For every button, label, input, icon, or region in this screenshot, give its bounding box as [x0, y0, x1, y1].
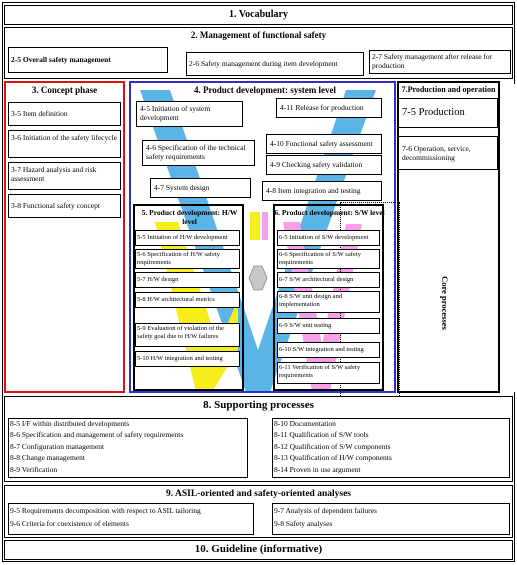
concept-phase-section: [4, 81, 125, 393]
hw-item-5-7: [135, 272, 240, 288]
core-processes-label: Core processes: [440, 276, 450, 330]
system-item-4-5: [136, 101, 243, 127]
management-title: 2. Management of functional safety: [190, 30, 327, 40]
concept-item-3-7: [8, 162, 121, 190]
production-section: [397, 81, 500, 393]
sw-level-section: [273, 204, 384, 391]
system-item-4-10: [266, 134, 382, 154]
asil-left-list: [8, 503, 254, 535]
concept-item-3-6: [8, 130, 121, 158]
system-item-4-7: [150, 178, 251, 198]
core-processes-arrow: [496, 84, 516, 392]
concept-phase-title: 3. Concept phase: [31, 85, 98, 95]
hw-item-5-6: [135, 249, 240, 269]
mgmt-item-2-7: [369, 50, 511, 74]
system-level-section: [129, 81, 396, 393]
supporting-item: 8-12 Qualification of S/W components: [274, 441, 391, 451]
supporting-right-list: [272, 418, 510, 478]
production-title: 7.Production and operation: [401, 85, 496, 94]
sw-item-6-10: [277, 342, 380, 358]
guideline-title: 10. Guideline (informative): [194, 543, 323, 555]
sw-item-6-11: [277, 362, 380, 384]
supporting-item: 8-6 Specification and management of safe…: [10, 430, 184, 440]
supporting-item: 8-11 Qualification of S/W tools: [274, 430, 369, 440]
production-item-7-5: [398, 98, 498, 128]
hw-item-5-8: [135, 292, 240, 308]
sw-item-6-6: [277, 249, 380, 269]
supporting-item: 8-10 Documentation: [274, 419, 336, 428]
hw-item-5-9: [135, 323, 240, 347]
concept-item-3-5: [8, 102, 121, 126]
system-item-4-11: [276, 98, 382, 118]
supporting-item: 8-13 Qualification of H/W components: [274, 453, 392, 463]
mgmt-item-2-6: [186, 52, 364, 76]
hw-item-5-5: [135, 230, 240, 246]
sw-item-6-7: [277, 272, 380, 288]
system-item-4-6: [142, 140, 255, 166]
center-hw-sw-arrow: [248, 265, 268, 291]
supporting-item: 8-5 I/F within distributed developments: [10, 419, 130, 428]
hw-item-5-10: [135, 351, 240, 367]
hw-level-section: [133, 204, 244, 391]
supporting-item: 8-9 Verification: [10, 464, 58, 474]
supporting-item: 8-14 Proven in use argument: [274, 464, 361, 474]
sw-item-6-5: [277, 230, 380, 246]
sw-item-6-9: [277, 318, 380, 334]
production-item-7-6: [398, 136, 498, 170]
supporting-item: 8-8 Change management: [10, 453, 85, 463]
asil-title: 9. ASIL-oriented and safety-oriented ana…: [166, 489, 351, 499]
asil-right-list: [272, 503, 510, 535]
system-item-4-9: [266, 155, 382, 175]
supporting-item: 8-7 Configuration management: [10, 441, 105, 451]
mgmt-item-2-5: [8, 47, 168, 73]
sw-level-title: 6. Product development: S/W level: [274, 208, 385, 217]
hw-level-title: 5. Product development: H/W level: [141, 208, 238, 226]
sw-item-6-8: [277, 291, 380, 313]
guideline-box: [4, 540, 513, 560]
supporting-left-list: [8, 418, 248, 478]
concept-item-3-8: [8, 194, 121, 218]
system-item-4-8: [262, 181, 382, 201]
vocabulary-title: 1. Vocabulary: [229, 9, 288, 20]
center-pink-bar: [262, 212, 268, 240]
vocabulary-box: [4, 5, 513, 25]
system-level-title: 4. Product development: system level: [193, 85, 337, 95]
supporting-title: 8. Supporting processes: [203, 399, 314, 411]
center-yellow-bar: [250, 212, 260, 240]
